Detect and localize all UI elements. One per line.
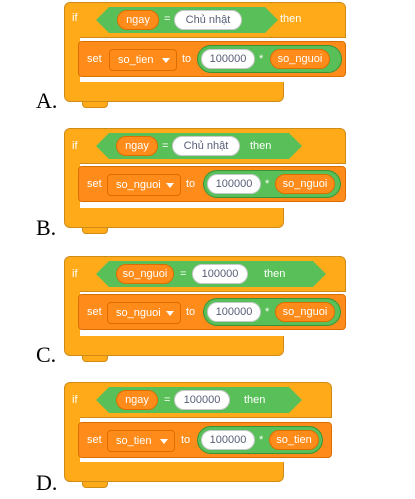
condition-value[interactable]: Chủ nhật bbox=[172, 136, 240, 156]
then-label: then bbox=[264, 268, 286, 280]
then-label: then bbox=[280, 13, 302, 25]
equals-sign: = bbox=[164, 13, 171, 25]
set-variable-name: so_tien bbox=[116, 435, 152, 447]
set-variable-dropdown[interactable]: so_nguoi bbox=[107, 302, 181, 324]
equals-sign: = bbox=[162, 140, 169, 152]
set-block[interactable]: set so_tien to 100000 * so_nguoi bbox=[78, 41, 346, 77]
condition-variable[interactable]: ngay bbox=[116, 136, 158, 156]
to-label: to bbox=[182, 53, 192, 65]
if-block[interactable]: if ngay = Chủ nhật then set so_tien to 1… bbox=[64, 2, 346, 108]
option-letter: C. bbox=[36, 342, 57, 367]
multiply-variable[interactable]: so_nguoi bbox=[270, 49, 330, 69]
multiply-number[interactable]: 100000 bbox=[201, 49, 255, 69]
multiply-sign: * bbox=[265, 306, 270, 318]
equals-sign: = bbox=[164, 394, 171, 406]
to-label: to bbox=[186, 178, 196, 190]
chevron-down-icon bbox=[166, 183, 174, 188]
equals-sign: = bbox=[180, 268, 187, 280]
set-block[interactable]: set so_tien to 100000 * so_tien bbox=[78, 422, 332, 458]
multiply-number[interactable]: 100000 bbox=[207, 302, 261, 322]
chevron-down-icon bbox=[162, 58, 170, 63]
multiply-variable[interactable]: so_tien bbox=[269, 430, 319, 450]
chevron-down-icon bbox=[166, 311, 174, 316]
condition-variable[interactable]: so_nguoi bbox=[116, 264, 174, 284]
set-block[interactable]: set so_nguoi to 100000 * so_nguoi bbox=[78, 166, 346, 202]
option-letter: A. bbox=[36, 88, 58, 113]
set-label: set bbox=[87, 306, 102, 318]
to-label: to bbox=[186, 306, 196, 318]
set-block[interactable]: set so_nguoi to 100000 * so_nguoi bbox=[78, 294, 346, 330]
set-variable-dropdown[interactable]: so_tien bbox=[107, 430, 175, 452]
multiply-number[interactable]: 100000 bbox=[201, 430, 255, 450]
then-label: then bbox=[250, 140, 272, 152]
if-label: if bbox=[72, 268, 78, 280]
set-label: set bbox=[87, 53, 102, 65]
set-variable-dropdown[interactable]: so_tien bbox=[109, 49, 177, 71]
if-block[interactable]: if so_nguoi = 100000 then set so_nguoi t… bbox=[64, 256, 346, 362]
set-variable-dropdown[interactable]: so_nguoi bbox=[107, 174, 181, 196]
multiply-sign: * bbox=[259, 53, 264, 65]
chevron-down-icon bbox=[160, 439, 168, 444]
condition-variable[interactable]: ngay bbox=[116, 390, 158, 410]
if-label: if bbox=[72, 140, 78, 152]
if-label: if bbox=[72, 12, 78, 24]
condition-value[interactable]: 100000 bbox=[192, 264, 248, 284]
condition-variable[interactable]: ngay bbox=[117, 10, 159, 30]
multiply-variable[interactable]: so_nguoi bbox=[275, 302, 335, 322]
set-variable-name: so_nguoi bbox=[116, 307, 161, 319]
condition-value[interactable]: 100000 bbox=[174, 390, 230, 410]
set-variable-name: so_tien bbox=[118, 54, 154, 66]
if-block[interactable]: if ngay = Chủ nhật then set so_nguoi to … bbox=[64, 128, 346, 234]
option-letter: B. bbox=[36, 215, 57, 240]
multiply-sign: * bbox=[259, 434, 264, 446]
then-label: then bbox=[244, 394, 266, 406]
to-label: to bbox=[181, 434, 191, 446]
multiply-number[interactable]: 100000 bbox=[207, 174, 261, 194]
option-letter: D. bbox=[36, 470, 58, 495]
set-label: set bbox=[87, 434, 102, 446]
if-block[interactable]: if ngay = 100000 then set so_tien to 100… bbox=[64, 382, 332, 488]
if-label: if bbox=[72, 394, 78, 406]
multiply-sign: * bbox=[265, 178, 270, 190]
set-variable-name: so_nguoi bbox=[116, 179, 161, 191]
multiply-variable[interactable]: so_nguoi bbox=[275, 174, 335, 194]
condition-value[interactable]: Chủ nhật bbox=[174, 10, 242, 30]
set-label: set bbox=[87, 178, 102, 190]
